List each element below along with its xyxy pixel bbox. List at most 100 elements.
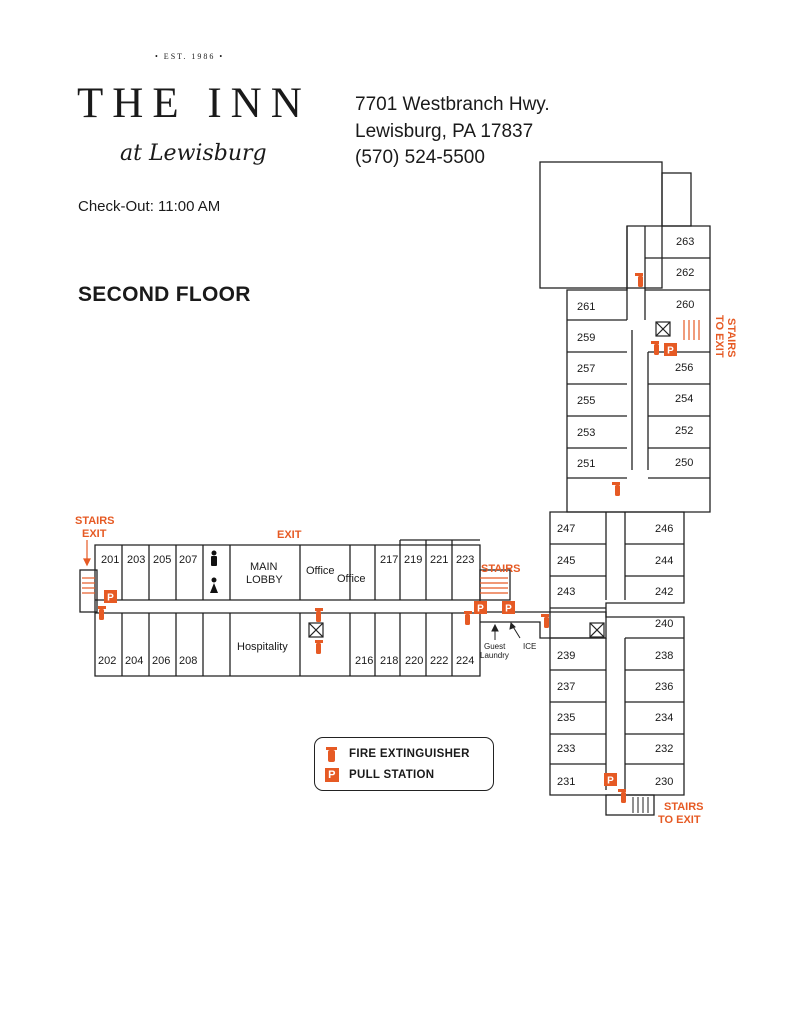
stairs-label-south: STAIRS xyxy=(664,801,704,813)
room-219: 219 xyxy=(404,554,422,566)
phone-number: (570) 524-5500 xyxy=(355,147,485,168)
svg-text:P: P xyxy=(505,604,512,615)
pull-station-icon: P xyxy=(502,601,515,615)
room-230: 230 xyxy=(655,776,673,788)
guest-laundry-label-2: Laundry xyxy=(480,651,509,660)
legend-row-pull: P PULL STATION xyxy=(325,768,434,782)
room-235: 235 xyxy=(557,712,575,724)
room-242: 242 xyxy=(655,586,673,598)
pull-station-icon: P xyxy=(104,590,117,604)
fire-extinguisher-icon xyxy=(651,341,659,355)
room-238: 238 xyxy=(655,650,673,662)
room-232: 232 xyxy=(655,743,673,755)
fire-extinguisher-icon xyxy=(618,789,626,803)
room-263: 263 xyxy=(676,236,694,248)
floor-title: SECOND FLOOR xyxy=(78,283,251,306)
legend-extinguisher-label: FIRE EXTINGUISHER xyxy=(349,748,470,760)
restroom-icons xyxy=(210,550,218,593)
room-237: 237 xyxy=(557,681,575,693)
fire-extinguisher-icon xyxy=(98,606,106,620)
center-stair xyxy=(479,569,511,601)
room-204: 204 xyxy=(125,655,143,667)
logo-script: at Lewisburg xyxy=(120,141,267,166)
lobby-label: LOBBY xyxy=(246,574,283,586)
room-234: 234 xyxy=(655,712,673,724)
svg-text:P: P xyxy=(667,346,674,357)
west-stair xyxy=(79,569,98,613)
area-labels: MAIN LOBBY Office Office Hospitality Gue… xyxy=(75,315,737,826)
room-244: 244 xyxy=(655,555,673,567)
room-221: 221 xyxy=(430,554,448,566)
svg-text:P: P xyxy=(107,593,114,604)
stairs-icon xyxy=(82,320,700,594)
room-250: 250 xyxy=(675,457,693,469)
svg-text:P: P xyxy=(477,604,484,615)
main-label: MAIN xyxy=(250,561,278,573)
room-206: 206 xyxy=(152,655,170,667)
room-254: 254 xyxy=(675,393,693,405)
room-239: 239 xyxy=(557,650,575,662)
room-261: 261 xyxy=(577,301,595,313)
room-259: 259 xyxy=(577,332,595,344)
exit-arrow-icon xyxy=(83,540,91,567)
fire-extinguisher-icon xyxy=(635,273,643,287)
room-233: 233 xyxy=(557,743,575,755)
fire-extinguisher-icon xyxy=(326,747,337,762)
to-exit-label-north: TO EXIT xyxy=(713,315,725,358)
address-line-1: 7701 Westbranch Hwy. xyxy=(355,94,550,115)
fire-extinguisher-icon xyxy=(464,611,472,625)
pull-station-icon: P xyxy=(604,773,617,787)
pull-station-icon: P xyxy=(664,343,677,357)
room-246: 246 xyxy=(655,523,673,535)
guest-laundry-label-1: Guest xyxy=(484,642,506,651)
room-216: 216 xyxy=(355,655,373,667)
restroom-woman-icon xyxy=(210,577,218,593)
room-257: 257 xyxy=(577,363,595,375)
room-202: 202 xyxy=(98,655,116,667)
room-218: 218 xyxy=(380,655,398,667)
address-line-2: Lewisburg, PA 17837 xyxy=(355,121,534,142)
elevator-icon xyxy=(308,321,671,638)
logo-title: THE INN xyxy=(77,80,311,127)
room-255: 255 xyxy=(577,395,595,407)
stairs-label-center: STAIRS xyxy=(481,563,521,575)
west-wing-outline xyxy=(94,544,481,677)
room-256: 256 xyxy=(675,362,693,374)
hospitality-label: Hospitality xyxy=(237,641,288,653)
to-exit-label-south: TO EXIT xyxy=(658,814,701,826)
room-243: 243 xyxy=(557,586,575,598)
room-201: 201 xyxy=(101,554,119,566)
room-231: 231 xyxy=(557,776,575,788)
pull-station-icon: P xyxy=(474,601,487,615)
room-253: 253 xyxy=(577,427,595,439)
room-247: 247 xyxy=(557,523,575,535)
pull-station-icon: P xyxy=(325,768,339,782)
stairs-label-west: STAIRS xyxy=(75,515,115,527)
room-203: 203 xyxy=(127,554,145,566)
room-208: 208 xyxy=(179,655,197,667)
room-252: 252 xyxy=(675,425,693,437)
north-block-outline xyxy=(539,161,663,289)
room-207: 207 xyxy=(179,554,197,566)
svg-text:P: P xyxy=(607,776,614,787)
fire-extinguisher-icon xyxy=(612,482,620,496)
ice-label: ICE xyxy=(523,642,536,651)
checkout-time: Check-Out: 11:00 AM xyxy=(78,198,221,215)
north-annex xyxy=(661,172,692,227)
room-223: 223 xyxy=(456,554,474,566)
room-251: 251 xyxy=(577,458,595,470)
fire-extinguisher-markers xyxy=(98,273,659,803)
room-205: 205 xyxy=(153,554,171,566)
room-224: 224 xyxy=(456,655,474,667)
stairs-icon xyxy=(632,797,649,813)
room-262: 262 xyxy=(676,267,694,279)
room-260: 260 xyxy=(676,299,694,311)
south-stair-landing xyxy=(605,794,655,816)
room-217: 217 xyxy=(380,554,398,566)
legend-pull-label: PULL STATION xyxy=(349,769,435,781)
restroom-man-icon xyxy=(211,550,217,566)
exit-label-lobby: EXIT xyxy=(277,529,302,541)
legend-row-extinguisher: FIRE EXTINGUISHER xyxy=(325,746,470,762)
established-text: • EST. 1986 • xyxy=(155,52,225,61)
